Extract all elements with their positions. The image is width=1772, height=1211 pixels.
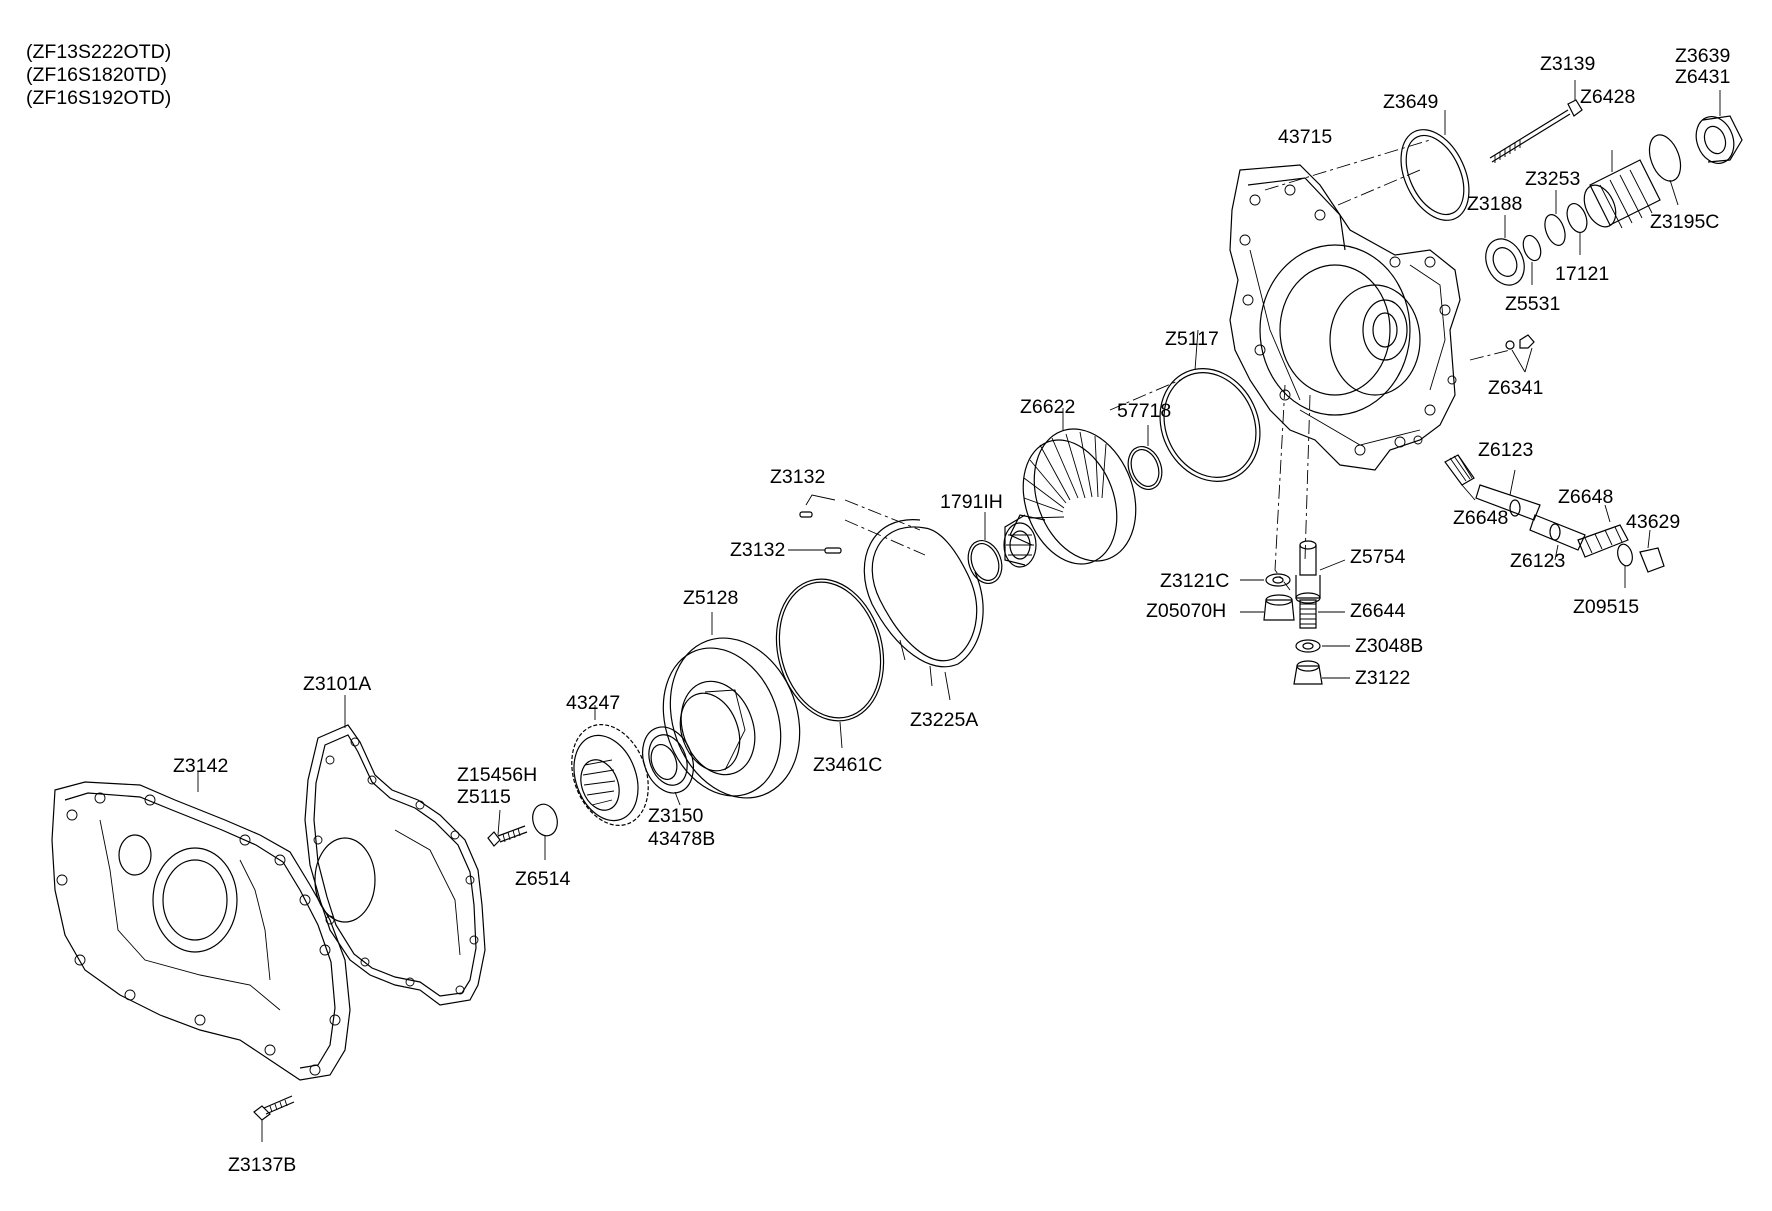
model-code-1: (ZF13S222OTD) [26, 41, 171, 63]
pump-z6622 [1003, 408, 1137, 568]
center-lines [844, 139, 1511, 591]
label-1791ih: 1791IH [940, 491, 1003, 513]
label-z3122: Z3122 [1355, 667, 1410, 689]
label-z3137b: Z3137B [228, 1154, 296, 1176]
model-code-3: (ZF16S192OTD) [26, 87, 171, 109]
label-z3048b: Z3048B [1355, 635, 1423, 657]
label-z5531: Z5531 [1505, 293, 1560, 315]
label-z5754: Z5754 [1350, 546, 1405, 568]
label-z3121c: Z3121C [1160, 570, 1229, 592]
label-z6648-left: Z6648 [1453, 507, 1508, 529]
label-z6428: Z6428 [1580, 86, 1635, 108]
label-z3132-upper: Z3132 [770, 466, 825, 488]
label-z3132-lower: Z3132 [730, 539, 785, 561]
bearing-z3188 [1485, 215, 1525, 286]
label-z3101a: Z3101A [303, 673, 371, 695]
label-43478b: 43478B [648, 828, 715, 850]
label-z3139: Z3139 [1540, 53, 1595, 75]
nut-z3639 [1695, 90, 1743, 164]
label-z09515: Z09515 [1573, 596, 1639, 618]
label-z3253: Z3253 [1525, 168, 1580, 190]
label-z3639: Z3639 [1675, 45, 1730, 67]
label-z6514: Z6514 [515, 868, 570, 890]
spring-z6648-right [1577, 504, 1629, 558]
label-z3142: Z3142 [173, 755, 228, 777]
gear-43247 [571, 705, 649, 826]
spool-z6123-upper [1475, 469, 1541, 521]
label-z3150: Z3150 [648, 805, 703, 827]
label-z6644: Z6644 [1350, 600, 1405, 622]
part-labels: Z3139 Z3639 Z6431 Z3649 43715 Z6428 Z325… [173, 45, 1730, 1176]
label-z6341: Z6341 [1488, 377, 1543, 399]
washer-z6514 [532, 803, 558, 860]
label-z3461c: Z3461C [813, 754, 882, 776]
label-z3225a: Z3225A [910, 709, 978, 731]
label-z6622: Z6622 [1020, 396, 1075, 418]
gasket-z5117 [1159, 329, 1261, 482]
label-z3195c: Z3195C [1650, 211, 1719, 233]
label-z5117: Z5117 [1165, 328, 1219, 350]
label-z15456h: Z15456H [457, 764, 537, 786]
plug-43629 [1639, 529, 1665, 573]
o-ring-57718 [1127, 425, 1163, 490]
bearing-z3150 [642, 726, 694, 806]
label-z5115: Z5115 [457, 786, 511, 808]
label-z6431: Z6431 [1675, 66, 1730, 88]
front-housing-z3142 [51, 772, 351, 1081]
cover-z5128 [662, 612, 801, 799]
cap-z3122 [1293, 660, 1350, 685]
label-17121: 17121 [1555, 263, 1609, 285]
label-43715: 43715 [1278, 126, 1332, 148]
filter-z6428 [1583, 150, 1661, 229]
pin-z3132-upper [799, 494, 836, 518]
o-ring-z3195c [1648, 134, 1682, 206]
ring-17121 [1566, 202, 1588, 255]
label-z05070h: Z05070H [1146, 600, 1226, 622]
label-43247: 43247 [566, 692, 620, 714]
breather-z6341 [1505, 334, 1535, 373]
gasket-z3101a [304, 695, 486, 1006]
bolt-z3137b [253, 1095, 295, 1142]
spring-z6644 [1299, 599, 1345, 629]
o-ring-z3461c [775, 578, 885, 749]
model-code-2: (ZF16S1820TD) [26, 64, 167, 86]
washer-z3048b [1295, 639, 1350, 653]
label-z6123-lower: Z6123 [1510, 550, 1565, 572]
label-z6648-right: Z6648 [1558, 486, 1613, 508]
bolt-z3139 [1489, 80, 1583, 163]
label-43629: 43629 [1626, 511, 1680, 533]
label-57718: 57718 [1117, 400, 1171, 422]
label-z6123-upper: Z6123 [1478, 439, 1533, 461]
cap-z05070h [1240, 594, 1295, 621]
bolt-z5115 [487, 809, 528, 847]
model-codes: (ZF13S222OTD) (ZF16S1820TD) (ZF16S192OTD… [26, 41, 171, 109]
spool-z6123-lower [1529, 514, 1586, 561]
snap-ring-z3225a [863, 519, 984, 701]
ring-1791ih [967, 512, 1003, 584]
washer-z09515 [1617, 543, 1633, 588]
spring-z6648-left [1444, 454, 1476, 501]
label-z3188: Z3188 [1467, 193, 1522, 215]
ring-z5531 [1522, 234, 1542, 285]
washer-z3121c [1240, 573, 1291, 587]
ring-z3649 [1400, 110, 1470, 221]
label-z5128: Z5128 [683, 587, 738, 609]
ring-z3253 [1544, 190, 1566, 246]
label-z3649: Z3649 [1383, 91, 1438, 113]
pin-z3132-lower [788, 547, 842, 554]
piston-z5754 [1295, 540, 1346, 604]
rear-housing-43715 [1229, 164, 1461, 471]
